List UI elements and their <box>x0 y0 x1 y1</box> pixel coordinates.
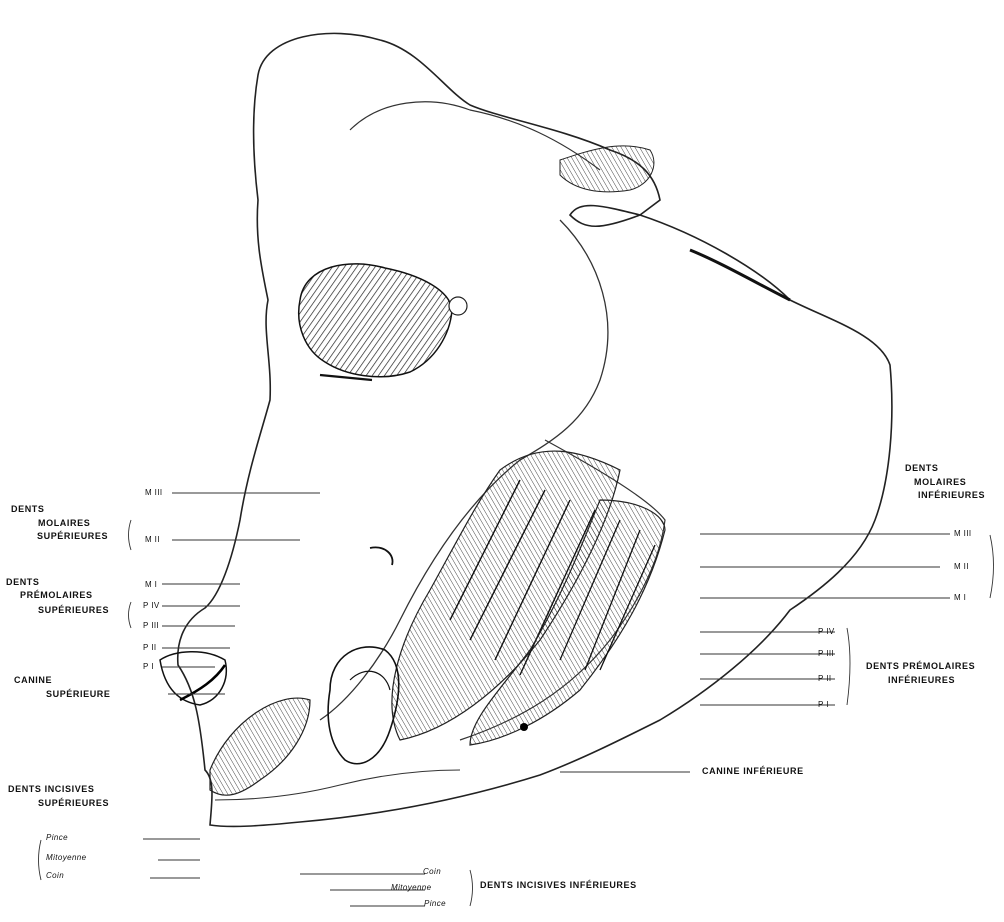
upper-molars-heading-3: SUPÉRIEURES <box>37 531 108 541</box>
upper-incisors-heading-1: DENTS INCISIVES <box>8 784 95 794</box>
upper-incisor-pince: Pince <box>46 833 68 842</box>
lower-premolars-heading-1: DENTS PRÉMOLAIRES <box>866 661 975 671</box>
lower-m1-label: M I <box>954 593 966 602</box>
upper-premolars-heading-2: PRÉMOLAIRES <box>20 590 93 600</box>
lower-m3-label: M III <box>954 529 972 538</box>
upper-incisor-mitoyenne: Mitoyenne <box>46 853 87 862</box>
lower-molars-heading-3: INFÉRIEURES <box>918 490 985 500</box>
upper-canine-label-1: CANINE <box>14 675 52 685</box>
upper-molars-heading-2: MOLAIRES <box>38 518 90 528</box>
lower-molars-heading-1: DENTS <box>905 463 939 473</box>
upper-m3-label: M III <box>145 488 163 497</box>
upper-incisor-coin: Coin <box>46 871 64 880</box>
lower-p1-label: P I <box>818 700 829 709</box>
lower-p4-label: P IV <box>818 627 835 636</box>
lower-incisors-heading: DENTS INCISIVES INFÉRIEURES <box>480 880 637 890</box>
upper-canine-label-2: SUPÉRIEURE <box>46 689 111 699</box>
upper-m2-label: M II <box>145 535 160 544</box>
lower-incisor-pince: Pince <box>424 899 446 908</box>
upper-molars-heading-1: DENTS <box>11 504 45 514</box>
upper-premolars-heading-3: SUPÉRIEURES <box>38 605 109 615</box>
upper-p3-label: P III <box>143 621 159 630</box>
lower-canine-label: CANINE INFÉRIEURE <box>702 766 804 776</box>
lower-incisor-coin: Coin <box>423 867 441 876</box>
lower-molars-heading-2: MOLAIRES <box>914 477 966 487</box>
lower-p2-label: P II <box>818 674 831 683</box>
upper-p1-label: P I <box>143 662 154 671</box>
upper-p2-label: P II <box>143 643 156 652</box>
upper-p4-label: P IV <box>143 601 160 610</box>
lower-incisor-mitoyenne: Mitoyenne <box>391 883 432 892</box>
upper-premolars-heading-1: DENTS <box>6 577 40 587</box>
lower-m2-label: M II <box>954 562 969 571</box>
upper-incisors-heading-2: SUPÉRIEURES <box>38 798 109 808</box>
upper-m1-label: M I <box>145 580 157 589</box>
lower-premolars-heading-2: INFÉRIEURES <box>888 675 955 685</box>
lower-p3-label: P III <box>818 649 834 658</box>
